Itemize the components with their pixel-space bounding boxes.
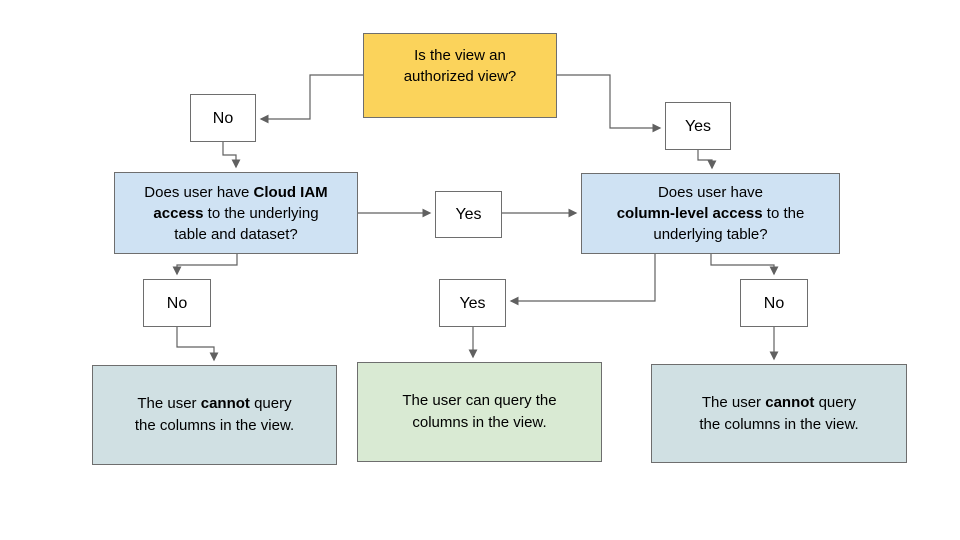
result-node-can-query-label: The user can query the columns in the vi… [402,392,557,431]
result-right-text-bold: cannot [765,393,815,411]
branch-label-yes-iam-to-column: Yes [435,191,502,238]
decision-node-cloud-iam-access-label: Does user have Cloud IAM access to the u… [144,182,327,245]
result-node-cannot-query-right: The user cannot query the columns in the… [651,364,907,463]
branch-label-yes-from-root-text: Yes [684,117,712,135]
branch-label-no-from-column: No [740,279,808,327]
result-node-cannot-query-left-label: The user cannot query the columns in the… [135,393,294,437]
iam-question-text-bold: Cloud IAM access [153,183,328,222]
branch-label-no-from-column-text: No [763,294,785,312]
connector-root-to-yes1 [557,74,662,133]
result-node-cannot-query-right-label: The user cannot query the columns in the… [699,392,858,436]
decision-node-column-level-access-label: Does user have column-level access to th… [617,182,805,245]
connector-col-question-to-yes2 [509,254,656,306]
result-left-text-bold: cannot [200,395,250,412]
iam-question-text-pre: Does user have [144,183,254,201]
decision-node-cloud-iam-access: Does user have Cloud IAM access to the u… [114,172,358,254]
result-right-text-pre: The user [701,393,766,411]
branch-label-no-from-iam-text: No [166,294,188,312]
connector-iam-question-to-no2 [172,254,238,276]
decision-node-authorized-view-label: Is the view an authorized view? [403,47,517,85]
branch-label-no-from-root: No [190,94,256,142]
branch-label-yes-from-column-text: Yes [459,294,486,312]
result-left-text-pre: The user [137,395,201,412]
column-question-text-post: to the underlying table? [653,205,805,243]
connector-root-to-no1 [259,74,363,124]
result-node-can-query: The user can query the columns in the vi… [357,362,602,462]
connector-yes1-to-col-question [697,150,717,170]
result-node-cannot-query-left: The user cannot query the columns in the… [92,365,337,465]
branch-label-yes-from-root: Yes [665,102,731,150]
branch-label-no-from-root-text: No [212,109,234,127]
column-question-text-pre: Does user have [657,184,764,201]
column-question-text-bold: column-level access [616,205,763,222]
iam-question-text-post: to the underlying table and dataset? [174,204,319,243]
branch-label-no-from-iam: No [143,279,211,327]
decision-node-authorized-view: Is the view an authorized view? [363,33,557,118]
connector-col-question-to-no3 [710,254,779,276]
branch-label-yes-iam-to-column-text: Yes [455,206,482,223]
branch-label-yes-from-column: Yes [439,279,506,327]
result-right-text-post: query the columns in the view. [699,393,859,433]
connector-no2-to-result-left [176,327,219,362]
decision-node-column-level-access: Does user have column-level access to th… [581,173,840,254]
connector-no1-to-iam-question [222,142,241,169]
result-left-text-post: query the columns in the view. [134,395,295,434]
